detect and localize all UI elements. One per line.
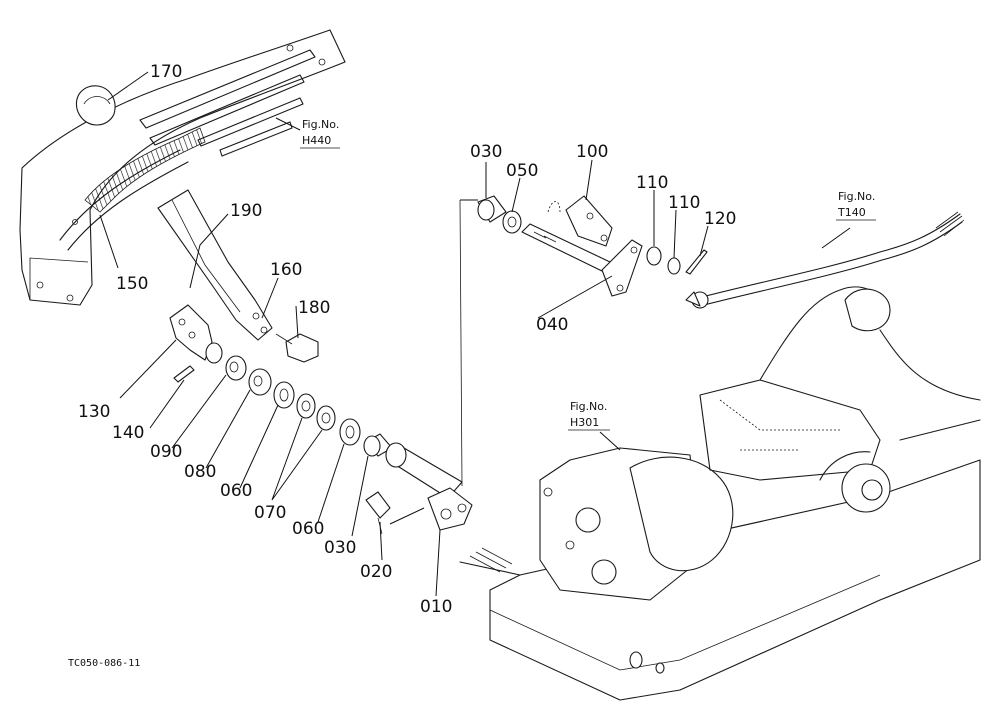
label-170: 170 — [150, 62, 182, 82]
figure-ref-h301: Fig.No. H301 — [568, 400, 610, 431]
bolt — [275, 333, 319, 363]
label-080: 080 — [184, 462, 216, 482]
spring-pin — [173, 365, 195, 383]
arm-shaft — [521, 223, 643, 297]
collar-030-upper — [477, 195, 507, 223]
svg-text:H440: H440 — [302, 134, 331, 147]
svg-text:Fig.No.: Fig.No. — [302, 118, 339, 131]
label-140: 140 — [112, 423, 144, 443]
washer-110a — [646, 246, 662, 266]
label-060-a: 060 — [220, 481, 252, 501]
guide-plate — [19, 29, 346, 306]
label-020: 020 — [360, 562, 392, 582]
label-130: 130 — [78, 402, 110, 422]
washer-060a — [273, 381, 295, 409]
bushing-090 — [225, 355, 247, 381]
control-lever — [157, 189, 273, 341]
label-150: 150 — [116, 274, 148, 294]
figure-ref-h440: Fig.No. H440 — [300, 118, 340, 149]
label-160: 160 — [270, 260, 302, 280]
spring-washer-070a — [296, 393, 316, 419]
washer-050 — [502, 210, 522, 234]
lever-shaft — [385, 199, 473, 531]
svg-text:T140: T140 — [837, 206, 866, 219]
leader-lines — [99, 71, 851, 597]
label-180: 180 — [298, 298, 330, 318]
bushing-080 — [248, 368, 272, 396]
label-110-b: 110 — [668, 193, 700, 213]
label-040: 040 — [536, 315, 568, 335]
label-030-lower: 030 — [324, 538, 356, 558]
label-030-upper: 030 — [470, 142, 502, 162]
label-070: 070 — [254, 503, 286, 523]
figure-ref-t140: Fig.No. T140 — [836, 190, 876, 221]
label-190: 190 — [230, 201, 262, 221]
label-100: 100 — [576, 142, 608, 162]
lever-knob — [76, 85, 116, 126]
lever-holder — [169, 304, 223, 364]
bracket-100 — [547, 195, 613, 247]
part-labels: 170 190 160 180 150 130 140 090 080 060 … — [78, 62, 736, 617]
drawing-code: TC050-086-11 — [68, 658, 140, 669]
label-010: 010 — [420, 597, 452, 617]
svg-text:H301: H301 — [570, 416, 599, 429]
washer-060b — [339, 418, 361, 446]
label-050: 050 — [506, 161, 538, 181]
label-120: 120 — [704, 209, 736, 229]
collar-030 — [363, 433, 393, 457]
linkage-rod — [685, 211, 965, 309]
grease-fitting — [365, 491, 391, 535]
label-090: 090 — [150, 442, 182, 462]
svg-text:Fig.No.: Fig.No. — [838, 190, 875, 203]
washer-110b — [667, 257, 681, 275]
split-pin — [685, 249, 708, 275]
transmission-housing — [459, 286, 981, 701]
svg-text:Fig.No.: Fig.No. — [570, 400, 607, 413]
label-060-b: 060 — [292, 519, 324, 539]
spring-washer-070b — [316, 405, 336, 431]
label-110-a: 110 — [636, 173, 668, 193]
